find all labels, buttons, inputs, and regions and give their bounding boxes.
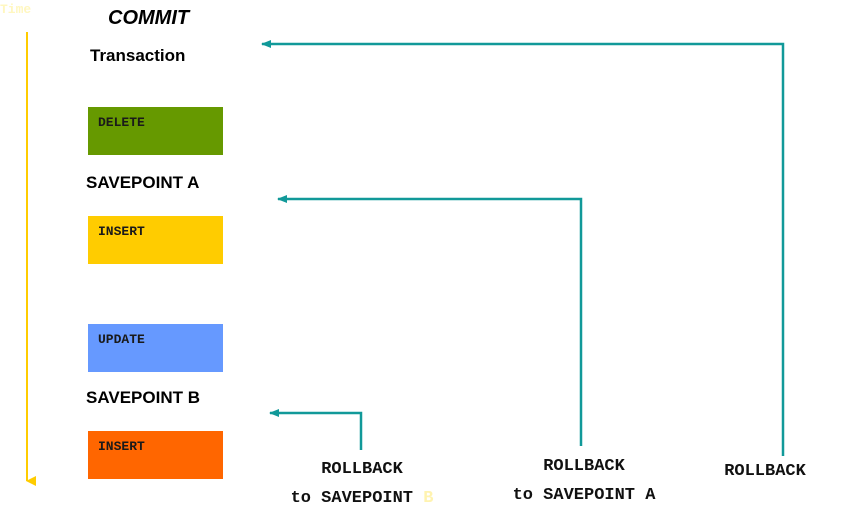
savepoint-b-label: SAVEPOINT B	[86, 388, 200, 407]
insert-operation-box-2: INSERT	[88, 431, 223, 479]
rollback-to-savepoint-a-line1: ROLLBACK	[543, 457, 625, 476]
time-axis-label: Time	[0, 2, 32, 17]
rollback-to-savepoint-a-label: ROLLBACK to SAVEPOINT A	[478, 452, 690, 510]
update-operation-label: UPDATE	[98, 332, 145, 347]
rollback-to-savepoint-b-line2: to SAVEPOINT B	[262, 484, 462, 513]
rollback-full-label: ROLLBACK	[724, 462, 806, 481]
insert-operation-label-2: INSERT	[98, 439, 145, 454]
rollback-to-savepoint-b-text: to SAVEPOINT	[290, 489, 413, 508]
rollback-to-savepoint-b-label: ROLLBACK to SAVEPOINT B	[262, 455, 462, 513]
insert-operation-box-1: INSERT	[88, 216, 223, 264]
insert-operation-label-1: INSERT	[98, 224, 145, 239]
rollback-full-arrow	[261, 40, 785, 456]
savepoint-a-label: SAVEPOINT A	[86, 173, 200, 192]
commit-label: COMMIT	[108, 7, 190, 29]
rollback-to-savepoint-a-line2: to SAVEPOINT A	[512, 486, 656, 505]
transaction-label: Transaction	[90, 46, 186, 65]
rollback-to-savepoint-b-suffix: B	[423, 489, 434, 508]
rollback-to-savepoint-a-arrow	[277, 195, 583, 446]
delete-operation-box: DELETE	[88, 107, 223, 155]
update-operation-box: UPDATE	[88, 324, 223, 372]
delete-operation-label: DELETE	[98, 115, 145, 130]
rollback-to-savepoint-b-line1: ROLLBACK	[321, 460, 403, 479]
rollback-to-savepoint-b-arrow	[269, 409, 363, 450]
